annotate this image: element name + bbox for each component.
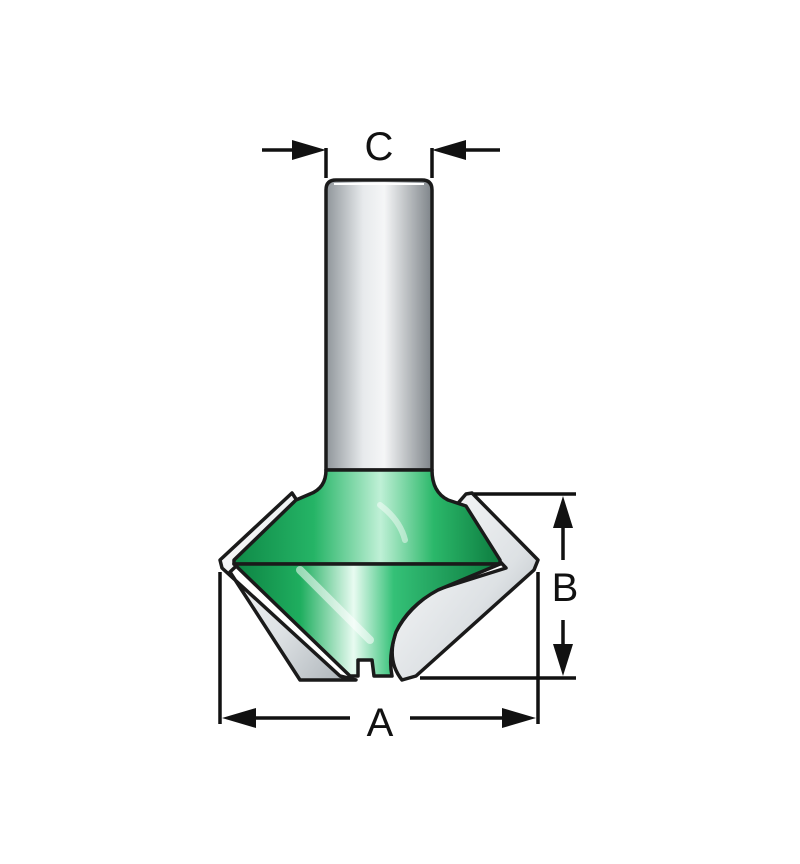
shank [324,178,434,472]
arrow-up-icon [553,496,573,528]
arrow-right-icon [292,140,326,160]
arrow-left-icon [222,708,256,728]
dimension-c-label: C [365,125,394,169]
dimension-b-label: B [552,566,579,610]
dimension-a: A [218,572,540,745]
dimension-c: C [262,125,500,178]
arrow-right-icon [502,708,536,728]
arrow-down-icon [553,644,573,676]
arrow-left-icon [432,140,466,160]
cutter-body [232,468,502,678]
dimension-b: B [420,492,579,680]
dimension-a-label: A [367,701,394,745]
